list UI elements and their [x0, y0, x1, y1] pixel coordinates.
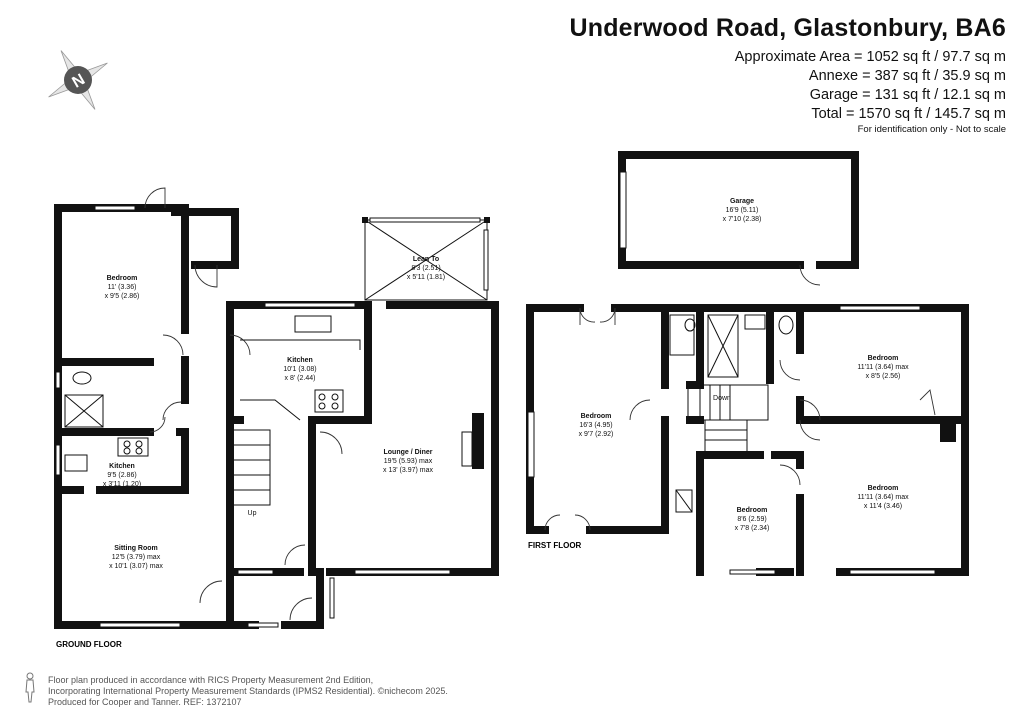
disclaimer: For identification only - Not to scale: [857, 124, 1006, 135]
footer-notes: Floor plan produced in accordance with R…: [48, 675, 448, 708]
garage-plan: [618, 151, 859, 286]
svg-text:12'5 (3.79) max: 12'5 (3.79) max: [112, 554, 161, 561]
svg-text:Bedroom: Bedroom: [107, 275, 138, 282]
first-floor-label: FIRST FLOOR: [528, 541, 582, 550]
svg-text:11'11 (3.64) max: 11'11 (3.64) max: [857, 364, 909, 371]
svg-text:x 11'4 (3.46): x 11'4 (3.46): [864, 503, 902, 510]
room-lean-to: Lean To 8'3 (2.51) x 5'11 (1.81): [407, 256, 445, 281]
stairs-down-label: Down: [713, 395, 731, 402]
room-sitting-room: Sitting Room 12'5 (3.79) max x 10'1 (3.0…: [109, 545, 163, 570]
svg-text:x 7'10 (2.38): x 7'10 (2.38): [723, 216, 762, 223]
svg-text:19'5 (5.93) max: 19'5 (5.93) max: [384, 458, 433, 465]
svg-text:x 9'7 (2.92): x 9'7 (2.92): [579, 431, 614, 438]
svg-text:x 3'11 (1.20): x 3'11 (1.20): [103, 481, 141, 488]
svg-text:11' (3.36): 11' (3.36): [108, 284, 137, 291]
stairs-up: [233, 429, 271, 506]
room-garage: Garage 16'9 (5.11) x 7'10 (2.38): [723, 198, 762, 223]
footer-line-1: Floor plan produced in accordance with R…: [48, 675, 374, 685]
room-bedroom-ff4: Bedroom 8'6 (2.59) x 7'8 (2.34): [735, 507, 770, 532]
svg-text:x 5'11 (1.81): x 5'11 (1.81): [407, 274, 445, 281]
svg-text:8'3 (2.51): 8'3 (2.51): [411, 265, 440, 272]
svg-text:Lounge / Diner: Lounge / Diner: [384, 449, 433, 456]
stairs-down: [704, 419, 748, 453]
svg-text:x 13' (3.97) max: x 13' (3.97) max: [383, 467, 433, 474]
room-lounge-diner: Lounge / Diner 19'5 (5.93) max x 13' (3.…: [383, 449, 433, 474]
svg-text:16'3 (4.95): 16'3 (4.95): [579, 422, 612, 429]
svg-text:11'11 (3.64) max: 11'11 (3.64) max: [857, 494, 909, 501]
ground-floor-label: GROUND FLOOR: [56, 640, 122, 649]
compass-icon: N: [48, 50, 108, 110]
svg-text:x 10'1 (3.07) max: x 10'1 (3.07) max: [109, 563, 163, 570]
svg-text:10'1 (3.08): 10'1 (3.08): [283, 366, 316, 373]
room-kitchen: Kitchen 10'1 (3.08) x 8' (2.44): [283, 357, 316, 382]
room-bedroom-ff3: Bedroom 11'11 (3.64) max x 11'4 (3.46): [857, 485, 909, 510]
ground-floor-plan: Up: [54, 187, 499, 629]
svg-text:Lean To: Lean To: [413, 256, 439, 263]
svg-text:Sitting Room: Sitting Room: [114, 545, 158, 552]
footer-line-3: Produced for Cooper and Tanner. REF: 137…: [48, 697, 242, 707]
stairs-up-label: Up: [248, 510, 257, 517]
room-bedroom-ff2: Bedroom 11'11 (3.64) max x 8'5 (2.56): [857, 355, 909, 380]
svg-text:8'6 (2.59): 8'6 (2.59): [737, 516, 766, 523]
room-bedroom-ff1: Bedroom 16'3 (4.95) x 9'7 (2.92): [579, 413, 614, 438]
svg-text:x 9'5 (2.86): x 9'5 (2.86): [105, 293, 140, 300]
svg-text:x 7'8 (2.34): x 7'8 (2.34): [735, 525, 770, 532]
total-area: Total = 1570 sq ft / 145.7 sq m: [811, 106, 1006, 122]
garage-area: Garage = 131 sq ft / 12.1 sq m: [809, 87, 1006, 103]
svg-text:Garage: Garage: [730, 198, 754, 205]
svg-text:9'5 (2.86): 9'5 (2.86): [107, 472, 136, 479]
footer-line-2: Incorporating International Property Mea…: [48, 686, 448, 696]
first-floor-plan: Down: [526, 304, 969, 576]
svg-text:Bedroom: Bedroom: [868, 485, 899, 492]
svg-text:Kitchen: Kitchen: [287, 357, 313, 364]
svg-text:Bedroom: Bedroom: [737, 507, 768, 514]
svg-text:x 8' (2.44): x 8' (2.44): [285, 375, 316, 382]
svg-text:x 8'5 (2.56): x 8'5 (2.56): [866, 373, 901, 380]
person-icon: [25, 672, 35, 703]
svg-text:16'9 (5.11): 16'9 (5.11): [726, 207, 759, 214]
svg-text:Bedroom: Bedroom: [868, 355, 899, 362]
area-summary: Approximate Area = 1052 sq ft / 97.7 sq …: [735, 48, 1006, 124]
room-kitchen-annexe: Kitchen 9'5 (2.86) x 3'11 (1.20): [103, 463, 141, 488]
page-title: Underwood Road, Glastonbury, BA6: [569, 14, 1006, 42]
room-bedroom-annexe: Bedroom 11' (3.36) x 9'5 (2.86): [105, 275, 140, 300]
approx-area: Approximate Area = 1052 sq ft / 97.7 sq …: [734, 49, 1006, 65]
svg-text:Bedroom: Bedroom: [581, 413, 612, 420]
annexe-area: Annexe = 387 sq ft / 35.9 sq m: [808, 68, 1006, 84]
svg-text:Kitchen: Kitchen: [109, 463, 135, 470]
